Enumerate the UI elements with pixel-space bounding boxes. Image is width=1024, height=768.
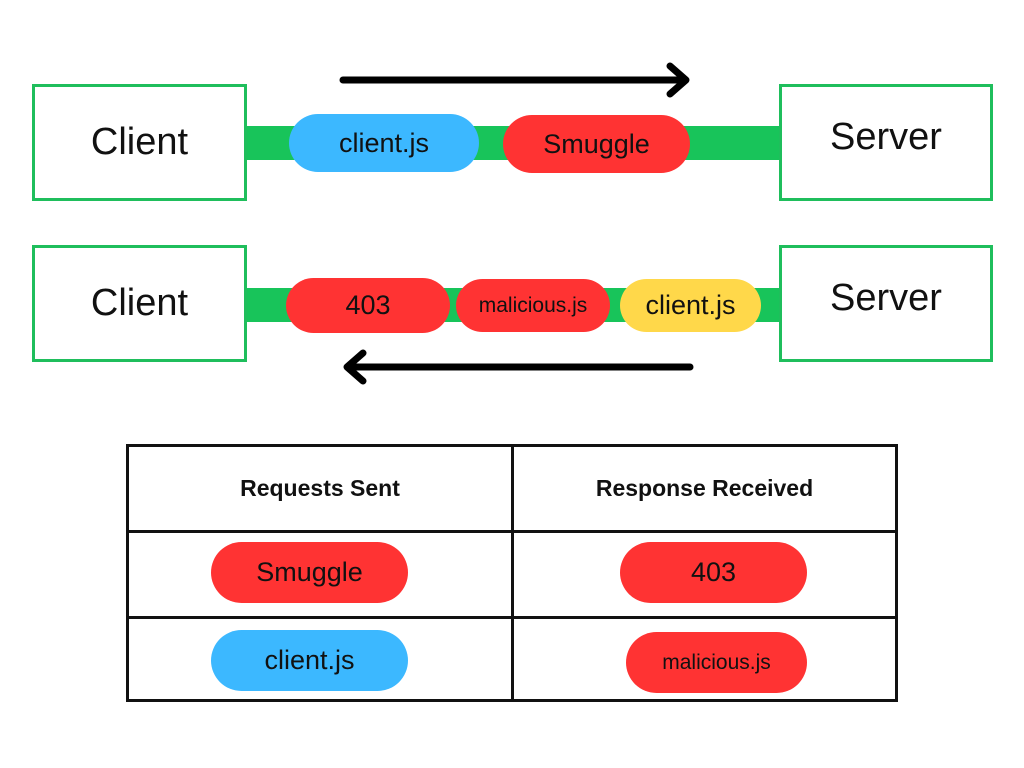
arrow-right-icon (339, 62, 690, 98)
packet-client-js-cached: client.js (620, 279, 761, 332)
client-label: Client (90, 282, 189, 324)
response-pill: 403 (620, 542, 807, 603)
packet-smuggle: Smuggle (503, 115, 690, 173)
packet-client-js: client.js (289, 114, 479, 172)
server-box: Server (779, 84, 993, 201)
header-response-received: Response Received (595, 475, 814, 501)
client-box: Client (32, 84, 247, 201)
header-requests-sent: Requests Sent (240, 475, 400, 501)
response-pill: malicious.js (626, 632, 807, 693)
client-label: Client (90, 121, 189, 163)
server-label: Server (830, 277, 942, 319)
packet-malicious-js: malicious.js (456, 279, 610, 332)
client-box: Client (32, 245, 247, 362)
request-pill: client.js (211, 630, 408, 691)
request-response-table: Requests Sent Response Received Smuggle … (126, 444, 898, 702)
arrow-left-icon (343, 349, 694, 385)
server-box: Server (779, 245, 993, 362)
packet-403: 403 (286, 278, 450, 333)
table-divider (511, 447, 514, 699)
request-pill: Smuggle (211, 542, 408, 603)
server-label: Server (830, 116, 942, 158)
